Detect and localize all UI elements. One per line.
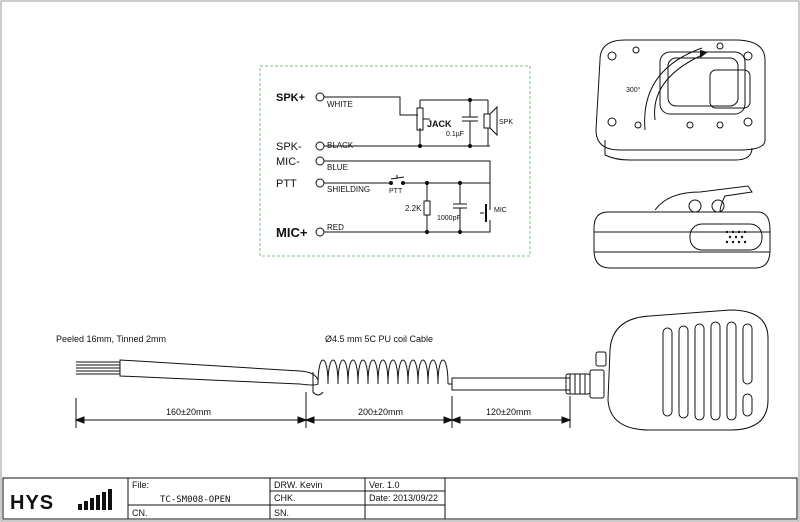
pin-ptt [315, 178, 325, 188]
logo-bars [78, 489, 112, 510]
speaker-symbol [483, 113, 491, 129]
chk-label: CHK. [274, 493, 296, 503]
ptt-switch-label: PTT [389, 188, 403, 195]
pin-label-mic-plus: MIC+ [276, 225, 308, 240]
wire-label-black: BLACK [327, 141, 354, 150]
cap1-label: 0.1µF [446, 131, 464, 138]
file-value: TC-SM008-OPEN [160, 495, 230, 505]
schematic-frame [259, 65, 531, 257]
cap2-label: 1000pF [437, 215, 461, 222]
pin-label-ptt: PTT [276, 178, 297, 190]
date: Date: 2013/09/22 [369, 493, 438, 503]
dimensions [74, 392, 572, 428]
wire-label-blue: BLUE [327, 163, 348, 172]
file-label: File: [132, 480, 149, 490]
pin-mic-minus [315, 156, 325, 166]
pin-label-mic-minus: MIC- [276, 156, 300, 168]
mic-label: MIC [494, 207, 507, 214]
drw-label: DRW. Kevin [274, 480, 322, 490]
jack-resistor [416, 107, 424, 131]
pin-mic-plus [315, 227, 325, 237]
title-block [2, 477, 798, 520]
spk-label: SPK [499, 119, 513, 126]
mic-front-view [607, 309, 769, 431]
rotation-label: 300° [626, 86, 641, 94]
speaker-cone [489, 105, 498, 137]
res-label: 2.2K [405, 204, 422, 213]
wire-label-shielding: SHIELDING [327, 185, 370, 194]
cable-label: Ø4.5 mm 5C PU coil Cable [325, 334, 433, 344]
wire-label-white: WHITE [327, 100, 353, 109]
sn-label: SN. [274, 508, 289, 518]
cable-drawing [76, 351, 607, 399]
wire-label-red: RED [327, 223, 344, 232]
dim-2: 200±20mm [358, 407, 403, 417]
cn-label: CN. [132, 508, 148, 518]
version: Ver. 1.0 [369, 480, 400, 490]
resistor-2-2k [423, 200, 431, 216]
pin-label-spk-minus: SPK- [276, 141, 302, 153]
peel-label: Peeled 16mm, Tinned 2mm [56, 334, 166, 344]
schematic [315, 92, 498, 237]
pin-label-spk-plus: SPK+ [276, 92, 305, 104]
coil-cable [317, 359, 449, 385]
mic-side-view [593, 185, 771, 269]
dim-1: 160±20mm [166, 407, 211, 417]
mic-back-view [595, 39, 766, 161]
pin-spk-plus [315, 92, 325, 102]
jack-label: JACK [427, 119, 452, 129]
logo-text: HYS [10, 492, 54, 514]
pin-spk-minus [315, 141, 325, 151]
dim-3: 120±20mm [486, 407, 531, 417]
